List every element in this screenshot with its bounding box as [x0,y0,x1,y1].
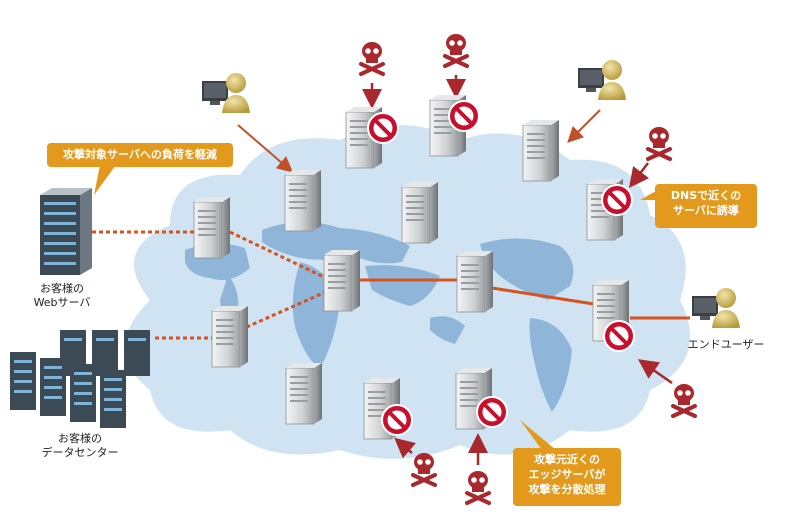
web-server-label-line2: Webサーバ [33,296,91,309]
edge-callout-line1: 攻撃元近くの [534,453,600,466]
callout-pointer [94,165,116,195]
datacenter-label-line1: お客様の [58,432,102,445]
world-map [185,221,574,412]
customer-datacenter [10,330,150,428]
end-user-label-text: エンドユーザー [687,338,765,351]
datacenter-label: お客様の データセンター [20,432,140,460]
dns-callout-line2: サーバに誘導 [673,204,739,217]
load-reduction-callout: 攻撃対象サーバへの負荷を軽減 [47,143,233,167]
attack-arrows [362,75,673,465]
edge-callout-line3: 攻撃を分散処理 [528,483,606,496]
datacenter-label-line2: データセンター [41,446,119,459]
edge-callout-line2: エッジサーバが [528,468,606,481]
end-user-label: エンドユーザー [676,338,776,352]
dns-callout-line1: DNSで近くの [670,189,742,202]
load-reduction-text: 攻撃対象サーバへの負荷を軽減 [63,148,217,161]
web-server-label-line1: お客様の [40,282,84,295]
user-request-arrow [237,124,294,173]
end-user-icon [692,288,740,328]
user-icon [578,60,626,100]
customer-web-server [40,188,92,275]
backbone-links [360,278,690,320]
origin-links [92,230,331,340]
user-icon [202,73,250,113]
web-server-label: お客様の Webサーバ [22,282,102,310]
user-request-arrow [567,109,601,143]
edge-callout: 攻撃元近くの エッジサーバが 攻撃を分散処理 [513,448,621,506]
dns-callout: DNSで近くの サーバに誘導 [655,184,757,228]
callout-pointer [520,420,556,450]
